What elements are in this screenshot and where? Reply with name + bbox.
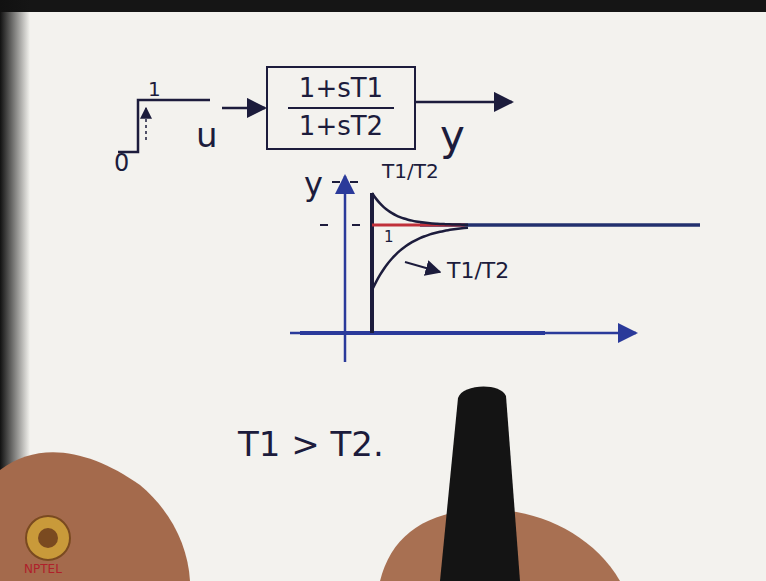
axis-label: y xyxy=(304,166,323,203)
time-axis xyxy=(290,332,636,335)
initial-value: T1/T2 xyxy=(447,258,509,283)
step-arrow xyxy=(145,108,147,140)
logo-emblem xyxy=(38,528,58,548)
step-edge xyxy=(370,193,374,333)
step-origin: 0 xyxy=(114,150,129,178)
input-trace xyxy=(300,331,545,335)
logo-emblem xyxy=(26,516,70,560)
dash-mark xyxy=(332,181,340,183)
dash-mark xyxy=(320,224,328,226)
input-arrow xyxy=(222,107,265,110)
output-arrow xyxy=(416,101,512,104)
fraction-bar xyxy=(288,107,394,109)
marker-pen xyxy=(440,386,520,581)
peak-value: T1/T2 xyxy=(382,160,439,183)
dash-mark xyxy=(352,224,360,226)
logo-text: NPTEL xyxy=(24,563,62,577)
hand xyxy=(0,452,190,581)
denominator: 1+sT2 xyxy=(299,112,383,142)
output-signal: y xyxy=(440,112,465,160)
condition-note: T1 > T2. xyxy=(238,425,384,464)
pointer-arrow xyxy=(405,262,440,272)
transfer-function-block: 1+sT1 1+sT2 xyxy=(266,66,416,150)
step-level: 1 xyxy=(148,78,161,101)
dash-mark xyxy=(350,181,358,183)
input-signal: u xyxy=(196,116,218,155)
lead-response xyxy=(372,193,468,225)
final-value: 1 xyxy=(384,229,394,246)
numerator: 1+sT1 xyxy=(299,74,383,104)
dark-edge xyxy=(0,0,766,12)
